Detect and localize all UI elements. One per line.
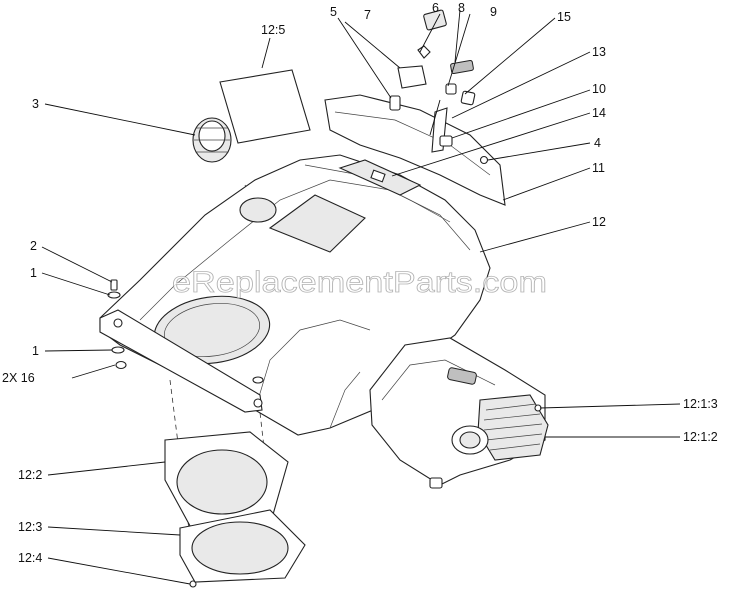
- control-parts: [389, 9, 489, 165]
- watermark-text: eReplacementParts.com: [172, 266, 547, 299]
- dash-panel: [324, 94, 506, 206]
- callout-5: 5: [330, 5, 337, 19]
- callout-12-5: 12:5: [261, 23, 285, 37]
- callout-14: 14: [592, 106, 606, 120]
- callout-7: 7: [364, 8, 371, 22]
- callout-8: 8: [458, 1, 465, 15]
- callout-labels: 12:5 6 5 7 8 9 15 13 10 14 4 11 12 3 2 1…: [2, 1, 718, 565]
- callout-12-1-2: 12:1:2: [683, 430, 718, 444]
- callout-15: 15: [557, 10, 571, 24]
- callout-2: 2: [30, 239, 37, 253]
- callout-12-4: 12:4: [18, 551, 42, 565]
- callout-1-lower: 1: [32, 344, 39, 358]
- callout-12-2: 12:2: [18, 468, 42, 482]
- decal-part: [219, 69, 311, 144]
- callout-2x16: 2X 16: [2, 371, 35, 385]
- light-assembly: [369, 337, 549, 489]
- gear-collar: [192, 117, 232, 163]
- callout-12: 12: [592, 215, 606, 229]
- leader-lines: [41, 9, 681, 585]
- gasket-part: [164, 431, 289, 536]
- callout-12-3: 12:3: [18, 520, 42, 534]
- callout-4: 4: [594, 136, 601, 150]
- callout-3: 3: [32, 97, 39, 111]
- callout-12-1-3: 12:1:3: [683, 397, 718, 411]
- callout-11: 11: [592, 161, 605, 175]
- plate-part: [179, 509, 306, 583]
- callout-1-upper: 1: [30, 266, 37, 280]
- callout-13: 13: [592, 45, 606, 59]
- callout-9: 9: [490, 5, 497, 19]
- callout-6: 6: [432, 1, 439, 15]
- callout-10: 10: [592, 82, 606, 96]
